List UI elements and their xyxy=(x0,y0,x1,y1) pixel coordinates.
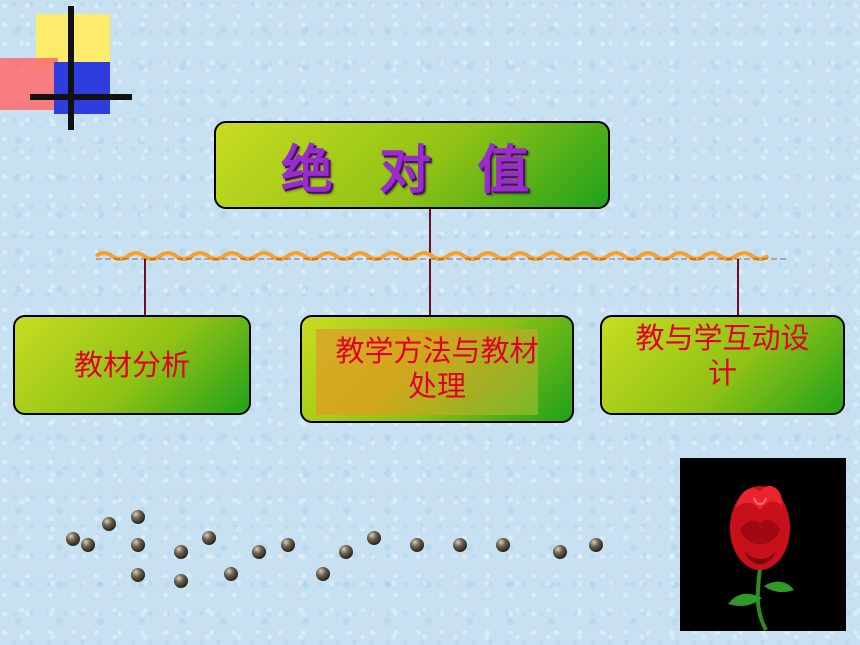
square-cross-logo xyxy=(0,6,132,130)
branch-label: 教材分析 xyxy=(73,347,190,382)
wavy-line xyxy=(94,251,770,261)
diagram-title: 绝 对 值 xyxy=(280,140,544,201)
rose-picture xyxy=(680,458,846,631)
branch-box-interaction-design: 教与学互动设计 xyxy=(600,315,845,415)
highlight-panel xyxy=(316,329,538,415)
rose-icon xyxy=(728,485,794,631)
title-box: 绝 对 值 xyxy=(214,121,610,209)
branch-box-teaching-method: 教学方法与教材处理 xyxy=(300,315,574,423)
branch-box-material-analysis: 教材分析 xyxy=(13,315,251,415)
branch-label: 教与学互动设计 xyxy=(635,321,810,390)
branch-label: 教学方法与教材处理 xyxy=(335,334,539,403)
